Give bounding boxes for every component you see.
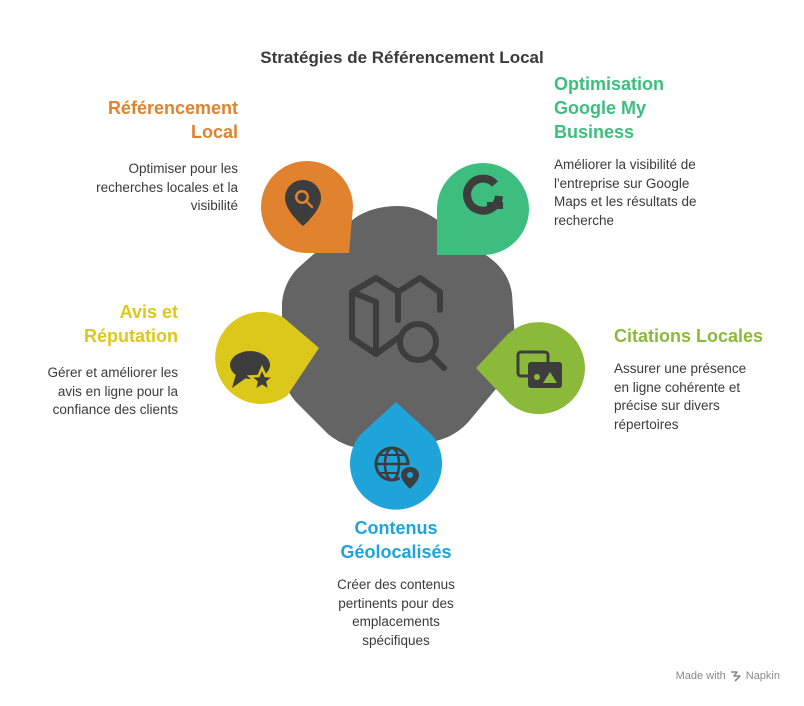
- diagram-title: Stratégies de Référencement Local: [260, 48, 544, 67]
- geo-content-description: Créer des contenus pertinents pour des e…: [337, 577, 455, 648]
- google-icon: [463, 174, 503, 215]
- footer-prefix: Made with: [675, 670, 726, 682]
- geo-content-title: Contenus Géolocalisés: [340, 518, 452, 562]
- center-hub: [282, 206, 516, 449]
- gmb-description: Améliorer la visibilité de l'entreprise …: [554, 157, 697, 228]
- local-seo-description: Optimiser pour les recherches locales et…: [96, 161, 238, 213]
- globe-pin-icon: [374, 446, 422, 492]
- reviews-reputation-node: [215, 311, 319, 404]
- footer-brand: Napkin: [745, 670, 780, 682]
- location-search-icon: [285, 180, 321, 226]
- gmb-title: Optimisation Google My Business: [554, 74, 665, 142]
- footer-branding: Made with Napkin: [676, 670, 780, 682]
- google-my-business-node: [437, 163, 529, 255]
- map-search-icon: [349, 275, 447, 371]
- local-citations-node: [476, 322, 585, 415]
- citations-description: Assurer une présence en ligne cohérente …: [614, 361, 747, 432]
- napkin-logo-icon: [730, 671, 741, 682]
- local-seo-title: Référencement Local: [107, 98, 238, 142]
- reviews-description: Gérer et améliorer les avis en ligne pou…: [47, 365, 178, 417]
- local-seo-node: [261, 161, 353, 253]
- citations-title: Citations Locales: [614, 326, 764, 346]
- directory-icon: [516, 350, 562, 388]
- review-star-icon: [230, 351, 278, 394]
- reviews-title: Avis et Réputation: [84, 302, 178, 346]
- geolocated-content-node: [350, 402, 442, 510]
